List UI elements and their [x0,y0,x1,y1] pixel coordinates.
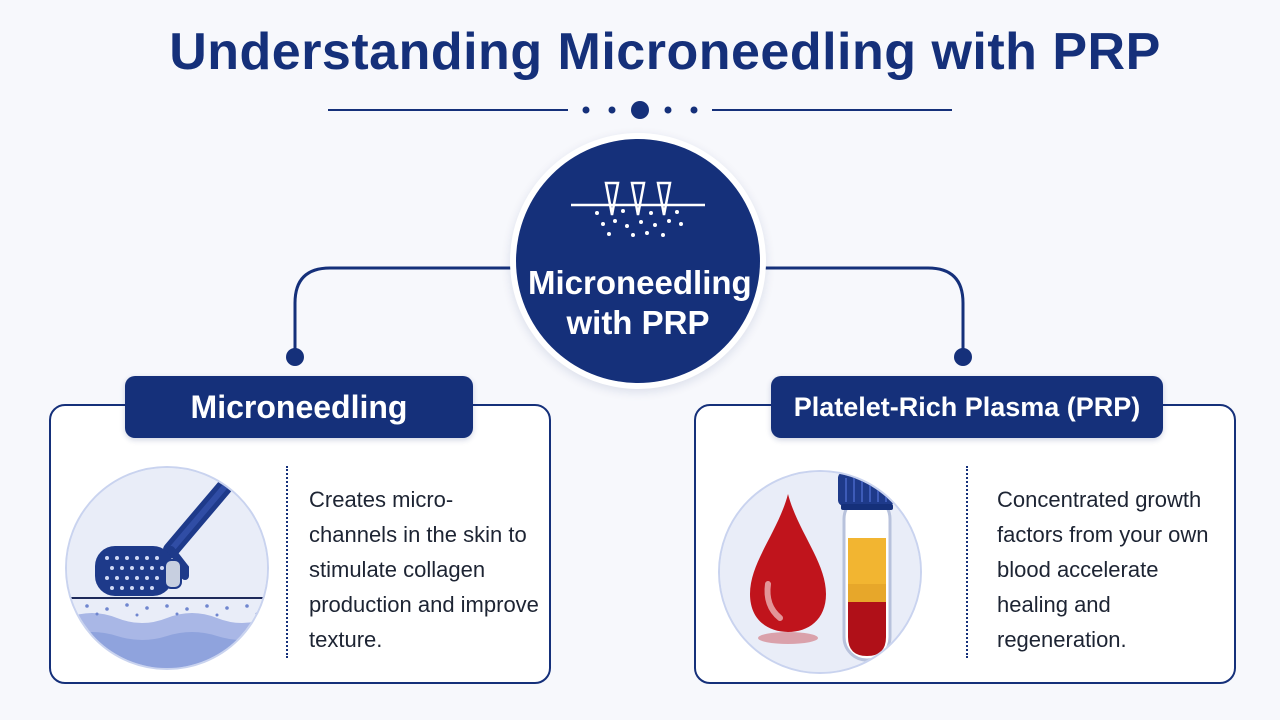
prp-heading: Platelet-Rich Plasma (PRP) [771,376,1163,438]
blood-drop-test-tube-icon [720,472,920,672]
hub-circle: Microneedling with PRP [510,133,766,389]
needles-penetrating-skin-icon [571,181,705,237]
microneedling-description: Creates micro-channels in the skin to st… [309,487,539,652]
microneedling-heading: Microneedling [125,376,473,438]
microneedling-divider [286,466,288,658]
derma-roller-illustration [65,466,269,670]
hub-inner: Microneedling with PRP [516,139,760,383]
title-divider [328,101,952,119]
prp-description: Concentrated growth factors from your ow… [997,487,1209,652]
connector-right [764,266,965,356]
hub-label: Microneedling with PRP [528,264,752,341]
connector-right-dot [954,348,972,366]
connector-left-dot [286,348,304,366]
connector-left [293,266,512,356]
derma-roller-icon [67,468,267,668]
page-title: Understanding Microneedling with PRP [169,23,1161,81]
blood-tube-illustration [718,470,922,674]
prp-divider [966,466,968,658]
